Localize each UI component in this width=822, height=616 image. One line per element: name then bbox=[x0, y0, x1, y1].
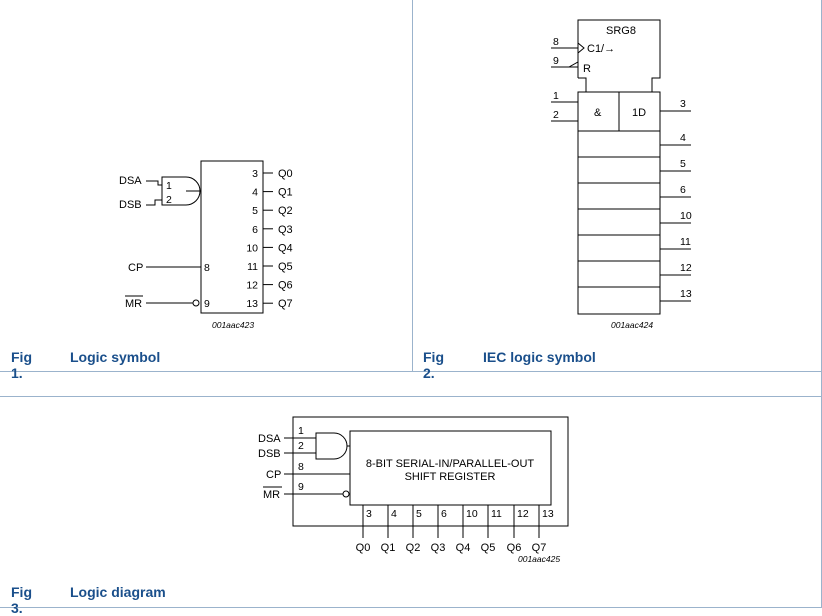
fig1-output-label-6: Q6 bbox=[278, 280, 293, 292]
fig1-output-label-3: Q3 bbox=[278, 224, 293, 236]
fig2-output-pin-5: 11 bbox=[680, 236, 691, 248]
fig1-dsb-wire bbox=[146, 199, 162, 206]
fig3-output-pin-3: 6 bbox=[441, 508, 447, 520]
fig1-panel-border bbox=[0, 0, 413, 372]
fig2-output-pin-0: 3 bbox=[680, 98, 686, 110]
fig2-iec-symbol: SRG8 C1/→ R 8 9 & 1D 1 2 3 4 5 6 10 11 12 13 00… bbox=[551, 19, 692, 330]
fig3-output-pin-7: 13 bbox=[542, 508, 554, 520]
fig2-drawing-code: 001aac424 bbox=[611, 320, 653, 330]
fig2-data-label: 1D bbox=[632, 107, 646, 119]
fig1-output-pin-5: 11 bbox=[247, 261, 258, 273]
fig3-mr-inversion-bubble bbox=[342, 490, 350, 498]
fig1-dsa-label: DSA bbox=[119, 175, 142, 187]
fig2-caption-number: Fig 2. bbox=[423, 349, 444, 381]
fig3-pin-9: 9 bbox=[298, 481, 304, 493]
fig3-output-pin-1: 4 bbox=[391, 508, 397, 520]
fig3-pin-1: 1 bbox=[298, 425, 304, 437]
fig3-output-label-4: Q4 bbox=[456, 542, 471, 554]
fig1-cp-label: CP bbox=[128, 262, 143, 274]
fig1-output-label-2: Q2 bbox=[278, 205, 293, 217]
fig1-output-label-4: Q4 bbox=[278, 242, 293, 254]
fig3-caption-title: Logic diagram bbox=[70, 584, 166, 600]
fig1-register-box bbox=[200, 160, 264, 314]
fig3-output-pin-0: 3 bbox=[366, 508, 372, 520]
fig3-output-label-6: Q6 bbox=[507, 542, 522, 554]
fig1-logic-symbol: DSA 1 DSB 2 CP 8 MR 9 3 Q0 4 Q1 5 Q2 6 Q3 10 Q4 11… bbox=[119, 160, 293, 330]
fig1-output-label-5: Q5 bbox=[278, 261, 293, 273]
fig2-output-pin-3: 6 bbox=[680, 184, 686, 196]
fig3-output-label-2: Q2 bbox=[406, 542, 421, 554]
fig1-cp-pin: 8 bbox=[204, 262, 210, 274]
fig2-and-label: & bbox=[594, 107, 602, 119]
fig1-gate-pin-2: 2 bbox=[166, 194, 172, 206]
fig3-output-pin-2: 5 bbox=[416, 508, 422, 520]
fig2-pin-1: 1 bbox=[553, 90, 559, 102]
fig1-output-label-1: Q1 bbox=[278, 187, 293, 199]
fig3-output-label-0: Q0 bbox=[356, 542, 371, 554]
fig3-mr-label: MR bbox=[263, 489, 280, 501]
fig1-outputs: 3 Q0 4 Q1 5 Q2 6 Q3 10 Q4 11 Q5 12 Q6 13 Q7 bbox=[246, 168, 292, 310]
fig1-caption-number: Fig 1. bbox=[11, 349, 32, 381]
fig3-drawing-code: 001aac425 bbox=[518, 554, 560, 564]
fig3-register-block bbox=[349, 430, 552, 506]
fig1-output-pin-6: 12 bbox=[246, 280, 258, 292]
fig3-output-pin-6: 12 bbox=[517, 508, 529, 520]
fig1-output-pin-2: 5 bbox=[252, 205, 258, 217]
fig2-output-pin-7: 13 bbox=[680, 288, 692, 300]
fig3-and-gate bbox=[315, 432, 348, 460]
fig1-output-pin-0: 3 bbox=[252, 168, 258, 180]
fig2-output-pin-6: 12 bbox=[680, 262, 692, 274]
fig1-mr-label: MR bbox=[125, 298, 142, 310]
fig2-caption-title: IEC logic symbol bbox=[483, 349, 596, 365]
fig2-stages: 3 4 5 6 10 11 12 13 bbox=[578, 98, 692, 302]
fig1-mr-inversion-bubble bbox=[192, 299, 200, 307]
fig1-output-pin-7: 13 bbox=[246, 298, 258, 310]
fig1-caption-title: Logic symbol bbox=[70, 349, 161, 365]
fig3-output-label-3: Q3 bbox=[431, 542, 446, 554]
fig2-clock-label: C1/→ bbox=[587, 43, 615, 55]
fig2-block-name: SRG8 bbox=[606, 25, 636, 37]
fig2-output-pin-1: 4 bbox=[680, 132, 686, 144]
fig3-caption-number: Fig 3. bbox=[11, 584, 32, 616]
fig1-output-pin-3: 6 bbox=[252, 224, 258, 236]
fig1-mr-pin: 9 bbox=[204, 298, 210, 310]
fig3-dsb-label: DSB bbox=[258, 448, 281, 460]
fig1-dsa-wire-step bbox=[155, 180, 162, 186]
fig1-output-label-0: Q0 bbox=[278, 168, 293, 180]
fig1-and-gate bbox=[161, 176, 201, 206]
fig1-gate-pin-1: 1 bbox=[166, 180, 172, 192]
fig3-outer-box bbox=[292, 416, 569, 527]
fig3-output-pin-4: 10 bbox=[466, 508, 478, 520]
fig2-pin-9: 9 bbox=[553, 55, 559, 67]
fig2-pin-8: 8 bbox=[553, 36, 559, 48]
fig3-block-title-line2: SHIFT REGISTER bbox=[405, 471, 496, 483]
fig2-reset-negation bbox=[568, 61, 579, 68]
fig2-clock-triangle bbox=[577, 42, 585, 54]
fig3-logic-diagram: 8-BIT SERIAL-IN/PARALLEL-OUT SHIFT REGIS… bbox=[258, 416, 569, 564]
fig3-cp-label: CP bbox=[266, 469, 281, 481]
fig2-pin-2: 2 bbox=[553, 109, 559, 121]
fig2-panel-border bbox=[413, 0, 822, 372]
fig2-control-block bbox=[577, 19, 661, 93]
fig3-block-title-line1: 8-BIT SERIAL-IN/PARALLEL-OUT bbox=[366, 458, 535, 470]
fig2-output-pin-4: 10 bbox=[680, 210, 692, 222]
fig1-output-pin-4: 10 bbox=[246, 242, 258, 254]
fig2-output-pin-2: 5 bbox=[680, 158, 686, 170]
fig1-output-pin-1: 4 bbox=[252, 187, 258, 199]
fig1-drawing-code: 001aac423 bbox=[212, 320, 254, 330]
fig3-dsa-label: DSA bbox=[258, 433, 281, 445]
fig3-output-pin-5: 11 bbox=[491, 508, 502, 520]
fig1-output-label-7: Q7 bbox=[278, 298, 293, 310]
fig3-pin-8: 8 bbox=[298, 461, 304, 473]
fig3-pin-2: 2 bbox=[298, 440, 304, 452]
fig3-output-label-7: Q7 bbox=[532, 542, 547, 554]
fig3-output-label-1: Q1 bbox=[381, 542, 396, 554]
fig1-dsb-label: DSB bbox=[119, 199, 142, 211]
fig3-output-label-5: Q5 bbox=[481, 542, 496, 554]
fig2-reset-label: R bbox=[583, 63, 591, 75]
